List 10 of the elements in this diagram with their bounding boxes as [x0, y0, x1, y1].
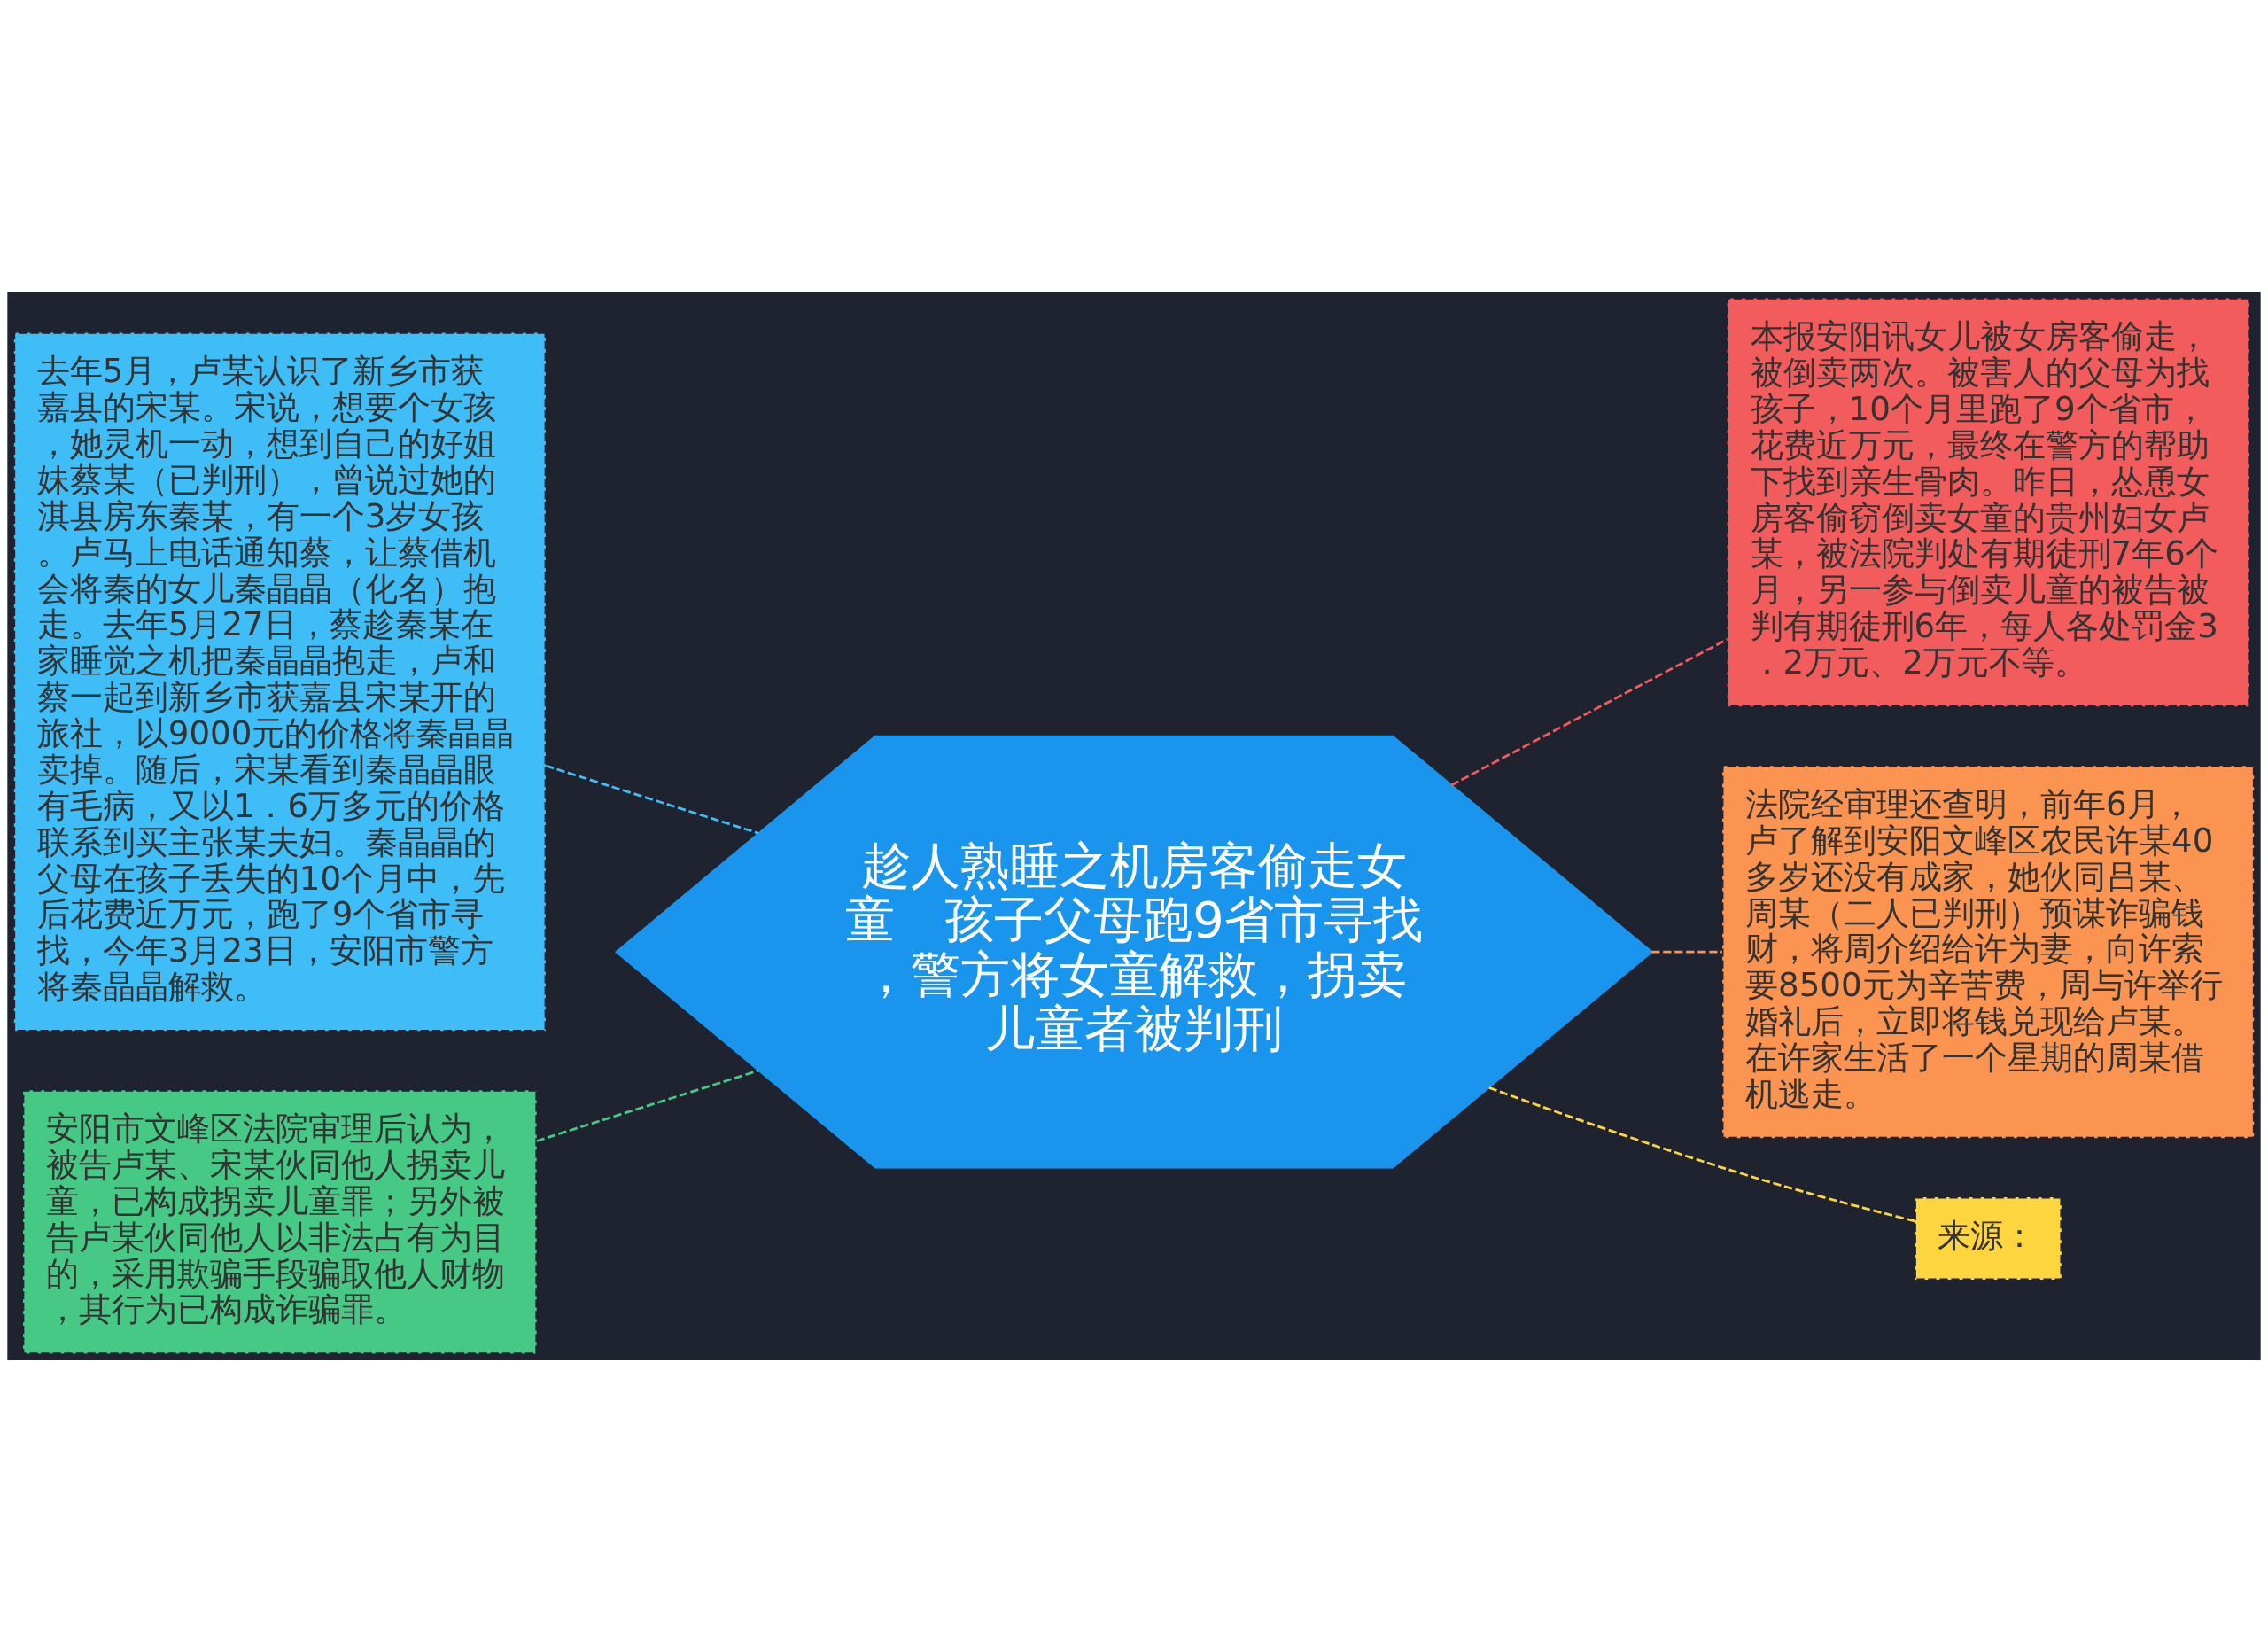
node-box: 来源：	[1914, 1195, 2063, 1281]
connector	[536, 1069, 759, 1142]
connector	[1651, 950, 1722, 954]
node-box: 本报安阳讯女儿被女房客偷走，被倒卖两次。被害人的父母为找孩子，10个月里跑了9个省市，花费近万元，最终在警方的帮助下找到亲生骨肉。昨日，怂恿女房客偷窃倒卖女童的贵州妇女卢某，被法院判处有期徒刑7年6个月，另一参与倒卖儿童的被告被判有期徒刑6年，每人各处罚金3．2万元、2万元不等。	[1726, 296, 2251, 708]
node-box: 法院经审理还查明，前年6月，卢了解到安阳文峰区农民许某40多岁还没有成家，她伙同吕某、周某（二人已判刑）预谋诈骗钱财，将周介绍给许为妻，向许索要8500元为辛苦费，周与许举行婚礼后，立即将钱兑现给卢某。在许家生活了一个星期的周某借机逃走。	[1720, 764, 2256, 1140]
connector	[545, 764, 759, 835]
node-box: 安阳市文峰区法院审理后认为，被告卢某、宋某伙同他人拐卖儿童，已构成拐卖儿童罪；另外被告卢某伙同他人以非法占有为目的，采用欺骗手段骗取他人财物，其行为已构成诈骗罪。	[21, 1088, 539, 1355]
connector	[1488, 1086, 1915, 1222]
connector	[1450, 637, 1728, 786]
node-box: 去年5月，卢某认识了新乡市获嘉县的宋某。宋说，想要个女孩，她灵机一动，想到自己的好姐妹蔡某（已判刑），曾说过她的淇县房东秦某，有一个3岁女孩。卢马上电话通知蔡，让蔡借机会将秦的女儿秦晶晶（化名）抱走。去年5月27日，蔡趁秦某在家睡觉之机把秦晶晶抱走，卢和蔡一起到新乡市获嘉县宋某开的旅社，以9000元的价格将秦晶晶卖掉。随后，宋某看到秦晶晶眼有毛病，又以1．6万多元的价格联系到买主张某夫妇。秦晶晶的父母在孩子丢失的10个月中，先后花费近万元，跑了9个省市寻找，今年3月23日，安阳市警方将秦晶晶解救。	[12, 331, 548, 1032]
